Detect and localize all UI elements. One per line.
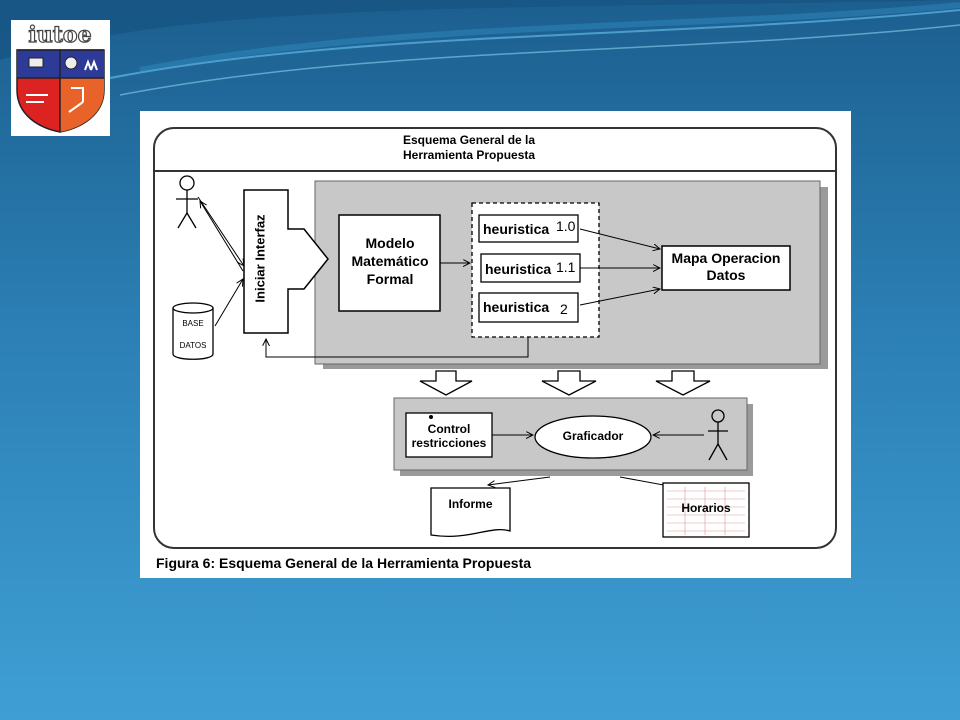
background-swoosh	[0, 0, 960, 96]
map-label: Mapa Operacion Datos	[671, 250, 781, 283]
schedule-label: Horarios	[681, 501, 731, 515]
report-label: Informe	[448, 497, 493, 511]
control-label: Control restricciones	[411, 422, 487, 450]
heuristic-name: heuristica	[485, 261, 552, 277]
interface-label: Iniciar Interfaz	[252, 214, 268, 303]
operator-actor-icon	[708, 409, 728, 461]
diagram-canvas	[153, 127, 837, 549]
database-label-line1: BASE	[182, 319, 204, 328]
graph-label: Graficador	[562, 429, 624, 443]
shield-crest-icon: iutoe	[11, 20, 110, 136]
user-actor-icon	[176, 175, 198, 229]
heuristic-name: heuristica	[483, 221, 550, 237]
logo-wordmark: iutoe	[28, 22, 91, 48]
heuristic-version: 1.0	[556, 218, 576, 234]
model-label: Modelo Matemático Formal	[351, 235, 429, 287]
institution-logo: iutoe	[11, 20, 110, 136]
database-icon	[172, 302, 214, 360]
database-label-line2: DATOS	[179, 341, 207, 350]
heuristic-version: 2	[560, 301, 568, 317]
heuristic-version: 1.1	[556, 259, 576, 275]
diagram-figure: Esquema General de la Herramienta Propue…	[140, 111, 851, 578]
heuristic-name: heuristica	[483, 299, 550, 315]
figure-caption: Figura 6: Esquema General de la Herramie…	[156, 555, 532, 571]
diagram-header: Esquema General de la Herramienta Propue…	[403, 133, 536, 162]
